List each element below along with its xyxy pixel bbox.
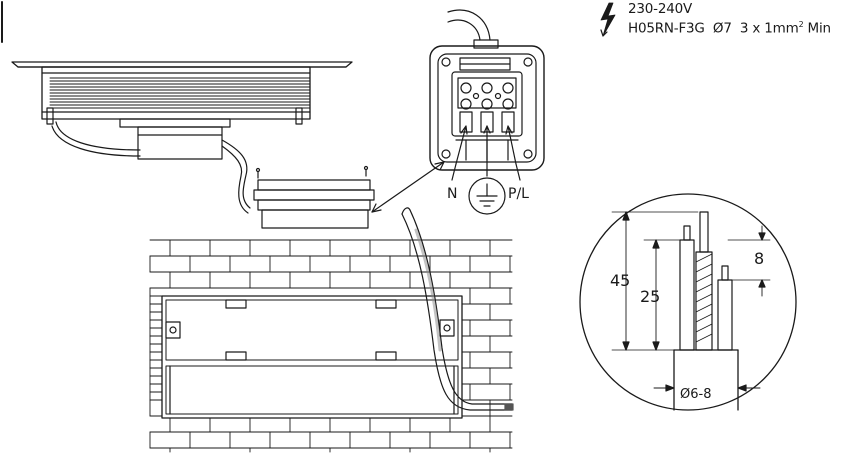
dimension-25: 25 [640,287,660,306]
voltage-rating: 230-240V [628,1,693,17]
dimension-sheath-diameter: Ø6-8 [680,387,711,402]
dimension-8: 8 [754,249,764,268]
cooling-fins [50,78,310,108]
dimension-45: 45 [610,271,630,290]
lightning-bolt-icon [601,3,615,36]
cable-section-min: Min [803,20,832,37]
cable-section-exponent: 2 [798,20,804,29]
stripping-detail [580,194,796,410]
supply-cable [402,208,513,410]
terminal-block [430,10,544,180]
terminal-cover [254,167,374,229]
phase-label: P/L [508,186,529,202]
neutral-label: N [447,186,457,202]
earth-ground-icon [469,178,505,214]
connection-arrow [372,162,444,212]
cable-code: H05RN-F3G [628,20,705,37]
hob-unit [12,62,352,213]
electrical-spec: 230-240V H05RN-F3G Ø7 3 x 1mm2 Min [628,2,831,37]
cable-spec: H05RN-F3G Ø7 3 x 1mm2 Min [628,17,831,37]
cable-diameter: Ø7 [712,20,732,37]
cable-section: 3 x 1mm [739,20,799,37]
wall-cutout [162,296,462,418]
